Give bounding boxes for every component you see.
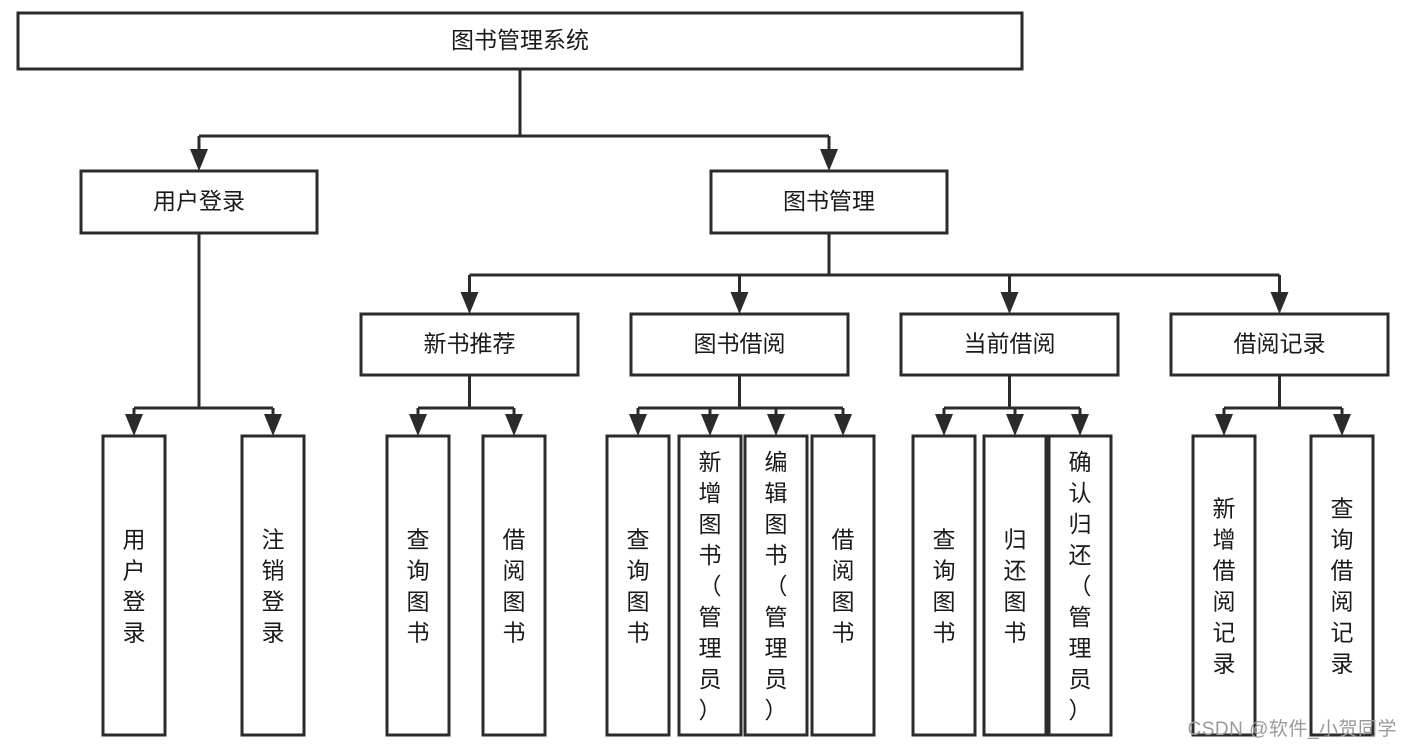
node-leaf-11-label: 新增借阅记录 bbox=[1213, 496, 1236, 677]
node-level1-0-box[interactable] bbox=[79, 169, 319, 235]
node-leaf-11[interactable]: 新增借阅记录 bbox=[1191, 434, 1257, 737]
node-leaf-4-box[interactable] bbox=[605, 434, 671, 737]
node-level2-1-box[interactable] bbox=[629, 312, 850, 377]
arrow-head-icon-leaf-4-0 bbox=[1215, 414, 1233, 436]
arrow-head-icon-leaf-0-0 bbox=[125, 414, 143, 436]
node-leaf-10-label: 确认归还（管理员） bbox=[1069, 449, 1092, 723]
node-leaf-0[interactable]: 用户登录 bbox=[101, 434, 167, 737]
node-boxes: 图书管理系统用户登录图书管理新书推荐图书借阅当前借阅借阅记录用户登录注销登录查询… bbox=[16, 11, 1390, 737]
node-leaf-7-box[interactable] bbox=[810, 434, 876, 737]
node-leaf-3[interactable]: 借阅图书 bbox=[481, 434, 547, 737]
arrow-head-icon-leaf-1-0 bbox=[409, 414, 427, 436]
node-leaf-8[interactable]: 查询图书 bbox=[911, 434, 977, 737]
node-leaf-5-label: 新增图书（管理员） bbox=[699, 449, 722, 723]
node-leaf-1-box[interactable] bbox=[240, 434, 306, 737]
node-root[interactable]: 图书管理系统 bbox=[16, 11, 1024, 71]
node-leaf-4-label: 查询图书 bbox=[627, 527, 650, 646]
arrow-head-icon-level2-2 bbox=[1000, 292, 1019, 314]
arrow-head-icon-leaf-0-1 bbox=[264, 414, 282, 436]
arrow-head-icon-leaf-2-3 bbox=[834, 414, 852, 436]
node-level2-1-label: 图书借阅 bbox=[694, 331, 786, 357]
arrow-head-icon-level2-0 bbox=[460, 292, 479, 314]
node-level1-0-label: 用户登录 bbox=[153, 188, 245, 214]
node-level1-1-label: 图书管理 bbox=[783, 188, 875, 214]
node-leaf-6[interactable]: 编辑图书（管理员） bbox=[743, 434, 809, 737]
arrow-head-icon-leaf-2-2 bbox=[767, 414, 785, 436]
node-leaf-2-label: 查询图书 bbox=[407, 527, 430, 646]
arrow-head-icon-leaf-3-2 bbox=[1071, 414, 1089, 436]
node-leaf-2-box[interactable] bbox=[385, 434, 451, 737]
node-level1-0[interactable]: 用户登录 bbox=[79, 169, 319, 235]
node-leaf-5[interactable]: 新增图书（管理员） bbox=[677, 434, 743, 737]
node-leaf-0-label: 用户登录 bbox=[123, 527, 146, 646]
node-leaf-12-label: 查询借阅记录 bbox=[1331, 496, 1354, 677]
node-leaf-12-box[interactable] bbox=[1309, 434, 1375, 737]
node-leaf-9-label: 归还图书 bbox=[1004, 527, 1027, 646]
node-leaf-1[interactable]: 注销登录 bbox=[240, 434, 306, 737]
arrow-head-icon-leaf-3-0 bbox=[935, 414, 953, 436]
arrow-head-icon-level2-1 bbox=[730, 292, 749, 314]
node-level1-1-box[interactable] bbox=[709, 169, 949, 235]
node-leaf-8-box[interactable] bbox=[911, 434, 977, 737]
node-level2-3-label: 借阅记录 bbox=[1234, 331, 1326, 357]
node-leaf-2[interactable]: 查询图书 bbox=[385, 434, 451, 737]
node-leaf-6-label: 编辑图书（管理员） bbox=[765, 449, 788, 723]
node-leaf-10-box[interactable] bbox=[1047, 434, 1113, 737]
node-level2-2-label: 当前借阅 bbox=[964, 331, 1056, 357]
node-leaf-11-box[interactable] bbox=[1191, 434, 1257, 737]
arrow-head-icon-leaf-4-1 bbox=[1333, 414, 1351, 436]
node-level2-3[interactable]: 借阅记录 bbox=[1169, 312, 1390, 377]
node-root-label: 图书管理系统 bbox=[451, 27, 589, 53]
arrow-head-icon-level1-0 bbox=[190, 149, 208, 171]
node-leaf-9-box[interactable] bbox=[982, 434, 1048, 737]
node-level2-0-box[interactable] bbox=[359, 312, 580, 377]
node-leaf-12[interactable]: 查询借阅记录 bbox=[1309, 434, 1375, 737]
node-leaf-7[interactable]: 借阅图书 bbox=[810, 434, 876, 737]
node-level2-0-label: 新书推荐 bbox=[424, 331, 516, 357]
node-leaf-1-label: 注销登录 bbox=[262, 527, 285, 646]
arrow-head-icon-level1-1 bbox=[820, 149, 838, 171]
node-leaf-3-box[interactable] bbox=[481, 434, 547, 737]
node-leaf-4[interactable]: 查询图书 bbox=[605, 434, 671, 737]
node-leaf-9[interactable]: 归还图书 bbox=[982, 434, 1048, 737]
node-leaf-6-box[interactable] bbox=[743, 434, 809, 737]
node-leaf-0-box[interactable] bbox=[101, 434, 167, 737]
node-level1-1[interactable]: 图书管理 bbox=[709, 169, 949, 235]
node-leaf-10[interactable]: 确认归还（管理员） bbox=[1047, 434, 1113, 737]
node-level2-2[interactable]: 当前借阅 bbox=[899, 312, 1120, 377]
arrow-head-icon-leaf-2-0 bbox=[629, 414, 647, 436]
node-root-box[interactable] bbox=[16, 11, 1024, 71]
node-leaf-3-label: 借阅图书 bbox=[503, 527, 526, 646]
node-leaf-5-box[interactable] bbox=[677, 434, 743, 737]
arrow-head-icon-level2-3 bbox=[1270, 292, 1289, 314]
node-level2-2-box[interactable] bbox=[899, 312, 1120, 377]
arrow-head-icon-leaf-2-1 bbox=[701, 414, 719, 436]
node-level2-3-box[interactable] bbox=[1169, 312, 1390, 377]
node-leaf-7-label: 借阅图书 bbox=[832, 527, 855, 646]
node-level2-0[interactable]: 新书推荐 bbox=[359, 312, 580, 377]
connector-lines bbox=[125, 69, 1351, 436]
node-leaf-8-label: 查询图书 bbox=[933, 527, 956, 646]
arrow-head-icon-leaf-3-1 bbox=[1006, 414, 1024, 436]
node-level2-1[interactable]: 图书借阅 bbox=[629, 312, 850, 377]
arrow-head-icon-leaf-1-1 bbox=[505, 414, 523, 436]
